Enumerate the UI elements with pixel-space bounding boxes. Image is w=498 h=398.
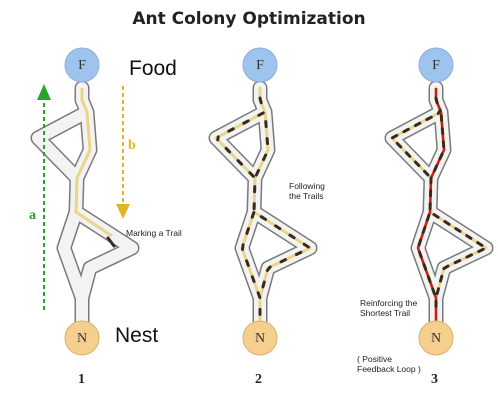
panel-number-1: 1 <box>78 372 85 388</box>
panel-1 <box>38 48 132 355</box>
ant-3-3 <box>415 123 419 125</box>
ant-2-3 <box>229 129 233 131</box>
nest-label: Nest <box>115 324 158 348</box>
ant-2-26 <box>252 277 254 282</box>
panel-number-2: 2 <box>255 372 262 388</box>
panel-2 <box>216 48 310 355</box>
nest-node-label-1: N <box>67 331 97 347</box>
ant-3-2 <box>427 117 431 119</box>
reinforcing-trail-label: Reinforcing the Shortest Trail <box>360 298 417 318</box>
ant-3-4 <box>404 129 408 131</box>
ant-2-21 <box>263 282 264 287</box>
ant-3-33 <box>424 265 426 270</box>
marking-trail-label: Marking a Trail <box>126 228 182 238</box>
food-node-label-1: F <box>67 58 97 74</box>
arrow-b-label: b <box>128 138 136 154</box>
ant-2-18 <box>296 252 301 254</box>
ant-2-19 <box>281 260 286 262</box>
arrow-a-head <box>37 84 51 100</box>
ant-3-24 <box>467 255 472 257</box>
ant-3-13 <box>440 154 442 159</box>
ant-3-32 <box>420 252 422 257</box>
ant-3-25 <box>455 261 460 263</box>
ant-3-1 <box>438 110 440 113</box>
food-node-label-3: F <box>421 58 451 74</box>
ant-2-24 <box>243 245 244 250</box>
food-node-label-2: F <box>245 58 275 74</box>
nest-node-label-2: N <box>245 331 275 347</box>
ant-2-1 <box>259 113 263 115</box>
following-trails-label: Following the Trails <box>289 181 325 201</box>
ant-3-0 <box>436 98 437 103</box>
arrow-b-head <box>116 204 130 219</box>
ant-2-10 <box>264 155 266 160</box>
ant-3-28 <box>437 289 438 294</box>
nest-node-label-3: N <box>421 331 451 347</box>
ant-3-14 <box>435 166 437 171</box>
ant-2-22 <box>252 212 254 217</box>
panel-number-3: 3 <box>431 372 438 388</box>
ant-3-27 <box>441 276 442 281</box>
ant-3-30 <box>423 228 425 233</box>
ant-3-23 <box>479 249 484 251</box>
arrow-a-label: a <box>29 208 36 224</box>
ant-2-25 <box>247 261 249 266</box>
ant-3-29 <box>427 215 429 220</box>
ant-2-23 <box>247 229 249 234</box>
ant-2-0 <box>260 98 261 103</box>
positive-feedback-label: ( Positive Feedback Loop ) <box>357 354 421 374</box>
ant-2-27 <box>258 293 260 298</box>
ant-2-11 <box>256 170 258 175</box>
food-label: Food <box>129 57 177 81</box>
ant-3-5 <box>392 135 396 137</box>
ant-3-26 <box>444 266 448 268</box>
ant-3-31 <box>419 240 421 245</box>
ant-2-2 <box>244 121 248 123</box>
ant-3-35 <box>433 289 435 294</box>
ant-3-34 <box>428 277 430 282</box>
diagram-title: Ant Colony Optimization <box>0 9 498 29</box>
